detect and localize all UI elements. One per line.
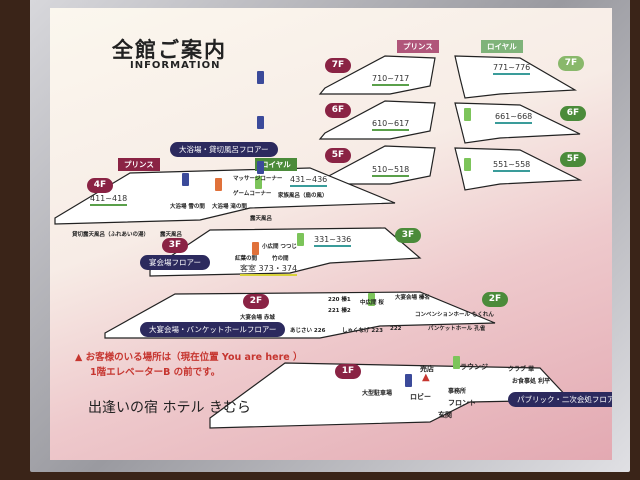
label-3f: 竹の間 xyxy=(272,256,289,262)
wing-tag-prince: プリンス xyxy=(397,40,439,53)
floor-badge-2f-royal: 2F xyxy=(482,292,508,307)
rooms-3f-prince: 客室 373・374 xyxy=(240,264,298,276)
label-2f: 221 榛2 xyxy=(328,308,351,314)
rooms-4f-royal: 431~436 xyxy=(290,175,328,187)
elevator-icon xyxy=(453,356,460,369)
rooms-4f-prince: 411~418 xyxy=(90,194,128,206)
label-4f: マッサージコーナー xyxy=(233,176,283,182)
label-1f: クラブ 華 xyxy=(508,366,535,373)
elevator-icon xyxy=(405,374,412,387)
label-4f: 貸切露天風呂（ふれあいの湯） xyxy=(72,232,150,238)
floor-badge-3f: 3F xyxy=(162,238,188,253)
plate-3f xyxy=(149,227,422,277)
label-1f: 玄関 xyxy=(438,411,452,419)
elevator-icon xyxy=(464,158,471,171)
plate-7f-royal xyxy=(454,55,578,99)
floor-badge-2f: 2F xyxy=(243,294,269,309)
label-1f: ロビー xyxy=(410,393,431,401)
you-are-here-note: ▲ お客様のいる場所は（現在位置 You are here ） xyxy=(75,349,303,363)
label-1f: 大型駐車場 xyxy=(362,390,393,397)
label-2f: 222 xyxy=(390,326,402,332)
wing-tag-prince-4f: プリンス xyxy=(118,158,160,171)
floor-badge-7f-royal: 7F xyxy=(558,56,584,71)
elevator-icon xyxy=(215,178,222,191)
elevator-icon xyxy=(297,233,304,246)
label-2f: しゃくなげ 223 xyxy=(342,328,383,334)
label-2f: 大宴会場 赤城 xyxy=(240,315,275,321)
label-2f: あじさい 226 xyxy=(290,328,326,334)
label-2f: コンベンションホール もくれん xyxy=(415,312,494,318)
elevator-icon xyxy=(368,293,375,306)
label-4f: 大浴場 滝の間 xyxy=(212,204,247,210)
notice-line1: お客様のいる場所は（現在位置 You are here ） xyxy=(85,352,303,363)
label-3f: 紅葉の間 xyxy=(235,256,258,262)
plate-4f xyxy=(54,167,396,225)
floor-badge-6f-royal: 6F xyxy=(560,106,586,121)
floor-badge-1f: 1F xyxy=(335,364,361,379)
label-2f: バンケットホール 孔雀 xyxy=(428,326,486,332)
banner-2f: 大宴会場・バンケットホールフロアー xyxy=(140,322,286,337)
elevator-icon xyxy=(182,173,189,186)
elevator-icon xyxy=(252,242,259,255)
triangle-icon: ▲ xyxy=(75,352,86,363)
floor-directory-sign: 全館ご案内 INFORMATION プリンス ロイヤル プリンス ロイヤル 7F… xyxy=(50,8,612,460)
label-1f: ラウンジ xyxy=(460,363,488,371)
label-4f: 露天風呂 xyxy=(250,216,273,222)
banner-1f: パブリック・二次会処フロアー xyxy=(508,392,612,407)
label-1f: 事務所 xyxy=(448,388,467,395)
rooms-3f-royal: 331~336 xyxy=(314,235,352,247)
rooms-5f-royal: 551~558 xyxy=(493,160,531,172)
label-4f: 露天風呂 xyxy=(160,232,183,238)
floor-badge-7f: 7F xyxy=(325,58,351,73)
rooms-7f-prince: 710~717 xyxy=(372,74,410,86)
floor-badge-5f-royal: 5F xyxy=(560,152,586,167)
elevator-icon xyxy=(464,108,471,121)
label-4f: ゲームコーナー xyxy=(233,191,272,197)
elevator-icon xyxy=(257,161,264,174)
you-are-here-marker-icon: ▲ xyxy=(422,372,430,383)
label-1f: 売店 xyxy=(420,365,434,373)
label-1f: お食事処 利平 xyxy=(512,378,551,385)
page-subtitle: INFORMATION xyxy=(130,60,221,71)
label-4f: 大浴場 雪の間 xyxy=(170,204,205,210)
wing-tag-royal: ロイヤル xyxy=(481,40,523,53)
hotel-logo: 出逢いの宿 ホテル きむら xyxy=(88,400,251,416)
label-2f: 中広間 桜 xyxy=(360,300,384,306)
plate-5f-royal xyxy=(454,147,583,191)
rooms-6f-prince: 610~617 xyxy=(372,119,410,131)
label-2f: 大宴会場 榛名 xyxy=(395,295,430,301)
floor-badge-3f-royal: 3F xyxy=(395,228,421,243)
floor-badge-6f: 6F xyxy=(325,103,351,118)
label-2f: 220 榛1 xyxy=(328,297,351,303)
banner-3f: 宴会場フロアー xyxy=(140,255,211,270)
banner-4f: 大浴場・貸切風呂フロアー xyxy=(170,142,278,157)
page-title: 全館ご案内 xyxy=(112,38,227,62)
wing-tag-royal-4f: ロイヤル xyxy=(255,158,297,171)
elevator-icon xyxy=(257,116,264,129)
rooms-5f-prince: 510~518 xyxy=(372,165,410,177)
rooms-7f-royal: 771~776 xyxy=(493,63,531,75)
floor-badge-4f: 4F xyxy=(87,178,113,193)
rooms-6f-royal: 661~668 xyxy=(495,112,533,124)
label-4f: 家族風呂（扇の風） xyxy=(278,193,328,199)
notice-line2: 1階エレベーターB の前です。 xyxy=(90,367,221,378)
label-1f: フロント xyxy=(448,399,476,407)
elevator-icon xyxy=(255,176,262,189)
label-3f: 小広間 つつじ xyxy=(262,244,297,250)
elevator-icon xyxy=(257,71,264,84)
floor-badge-5f: 5F xyxy=(325,148,351,163)
